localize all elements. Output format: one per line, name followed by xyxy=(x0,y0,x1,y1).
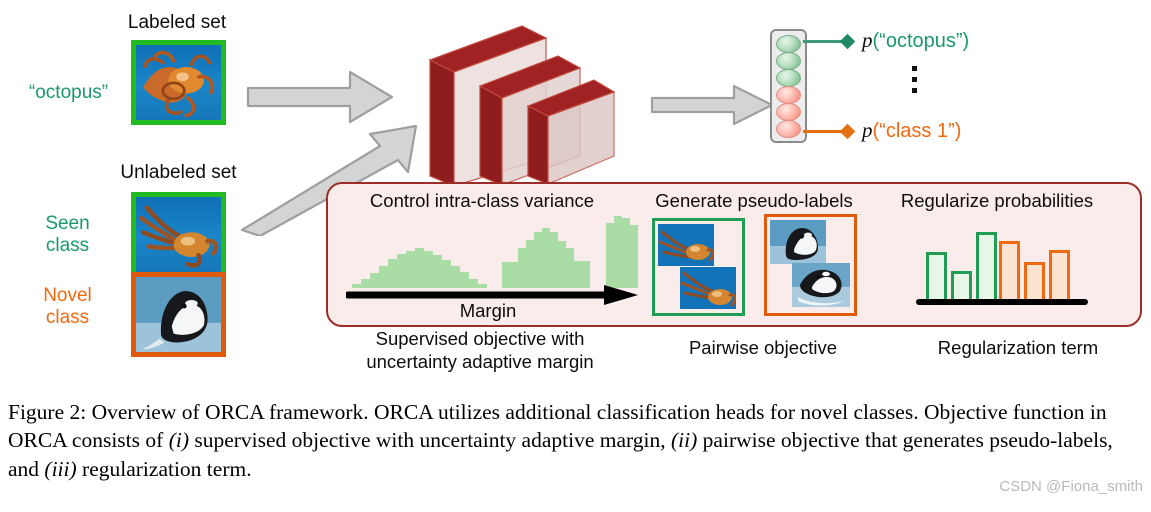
figure-caption: Figure 2: Overview of ORCA framework. OR… xyxy=(8,398,1143,483)
output-node-green-2 xyxy=(776,52,801,70)
pseudo-thumbnail-octopus-1 xyxy=(658,224,714,266)
regularization-bar-novel-1 xyxy=(999,241,1020,302)
marker-diamond-class1 xyxy=(839,123,856,140)
caption-part-3: pairwise objective that generates pseudo… xyxy=(8,428,1113,481)
seen-class-label-line1: Seen xyxy=(45,213,90,234)
pseudo-label-group-seen xyxy=(652,218,745,316)
regularization-baseline xyxy=(916,299,1088,305)
novel-class-label-line1: Novel xyxy=(43,285,92,306)
output-node-red-3 xyxy=(776,120,801,138)
objective-caption-pairwise: Pairwise objective xyxy=(688,337,838,358)
probability-label-class1: p(“class 1”) xyxy=(862,118,961,143)
objective-title-regularization: Regularize probabilities xyxy=(900,190,1094,211)
output-node-green-3 xyxy=(776,69,801,87)
output-node-red-1 xyxy=(776,86,801,104)
prob-class-bottom: (“class 1”) xyxy=(872,120,962,142)
octopus-artwork-2 xyxy=(139,205,219,268)
objective-caption-regularization: Regularization term xyxy=(937,337,1099,358)
labeled-octopus-thumbnail xyxy=(131,40,226,125)
pseudo-thumbnail-octopus-2 xyxy=(680,267,736,309)
arrow-labeled-to-network xyxy=(246,70,394,124)
novel-class-label-line2: class xyxy=(45,307,90,328)
orca-artwork xyxy=(136,277,221,352)
margin-axis-label: Margin xyxy=(459,300,517,321)
regularization-bar-seen-3 xyxy=(976,232,997,302)
regularization-bar-chart xyxy=(920,216,1080,302)
novel-class-thumbnail xyxy=(131,272,226,357)
margin-histogram xyxy=(350,210,638,288)
arrow-network-to-outputs xyxy=(650,84,774,126)
pseudo-thumbnail-orca-1 xyxy=(770,220,826,264)
unlabeled-set-title: Unlabeled set xyxy=(120,162,237,183)
figure-canvas: Labeled set “octopus” Unlabeled set Seen… xyxy=(28,12,1142,372)
regularization-bar-novel-2 xyxy=(1024,262,1045,302)
labeled-set-title: Labeled set xyxy=(127,12,227,33)
seen-class-thumbnail xyxy=(131,192,226,277)
prob-symbol-top: p xyxy=(862,28,873,52)
output-node-red-2 xyxy=(776,103,801,121)
network-layer-3 xyxy=(526,79,616,185)
vertical-ellipsis xyxy=(912,66,917,93)
objective-title-supervised: Control intra-class variance xyxy=(369,190,595,211)
arrow-unlabeled-to-network xyxy=(240,124,418,236)
pseudo-label-group-novel xyxy=(764,214,857,316)
prob-symbol-bottom: p xyxy=(862,118,873,142)
caption-part-4: regularization term. xyxy=(76,456,252,481)
regularization-bar-novel-3 xyxy=(1049,250,1070,302)
marker-diamond-octopus xyxy=(839,33,856,50)
caption-roman-i: (i) xyxy=(168,428,189,453)
regularization-bar-seen-1 xyxy=(926,252,947,302)
prob-class-top: (“octopus”) xyxy=(872,30,970,52)
lead-line-class1 xyxy=(803,130,845,133)
regularization-bar-seen-2 xyxy=(951,271,972,302)
objective-title-pairwise: Generate pseudo-labels xyxy=(655,190,853,211)
caption-part-1: Figure 2: Overview of ORCA framework. OR… xyxy=(8,400,1107,453)
network-layers xyxy=(428,25,616,187)
watermark: CSDN @Fiona_smith xyxy=(999,478,1143,495)
octopus-artwork xyxy=(143,50,215,118)
caption-roman-ii: (ii) xyxy=(671,428,698,453)
objective-caption-supervised-line1: Supervised objective with xyxy=(375,328,585,349)
pseudo-thumbnail-orca-2 xyxy=(792,263,850,307)
output-node-green-1 xyxy=(776,35,801,53)
objective-panel: Control intra-class variance xyxy=(326,182,1142,327)
probability-label-octopus: p(“octopus”) xyxy=(862,28,969,53)
caption-roman-iii: (iii) xyxy=(44,456,77,481)
objective-caption-supervised-line2: uncertainty adaptive margin xyxy=(366,351,594,372)
seen-class-label-line2: class xyxy=(45,235,90,256)
lead-line-octopus xyxy=(803,40,845,43)
output-node-column xyxy=(770,29,807,143)
margin-axis-arrow xyxy=(346,285,638,305)
caption-part-2: supervised objective with uncertainty ad… xyxy=(188,428,672,453)
labeled-example-label: “octopus” xyxy=(28,82,109,103)
